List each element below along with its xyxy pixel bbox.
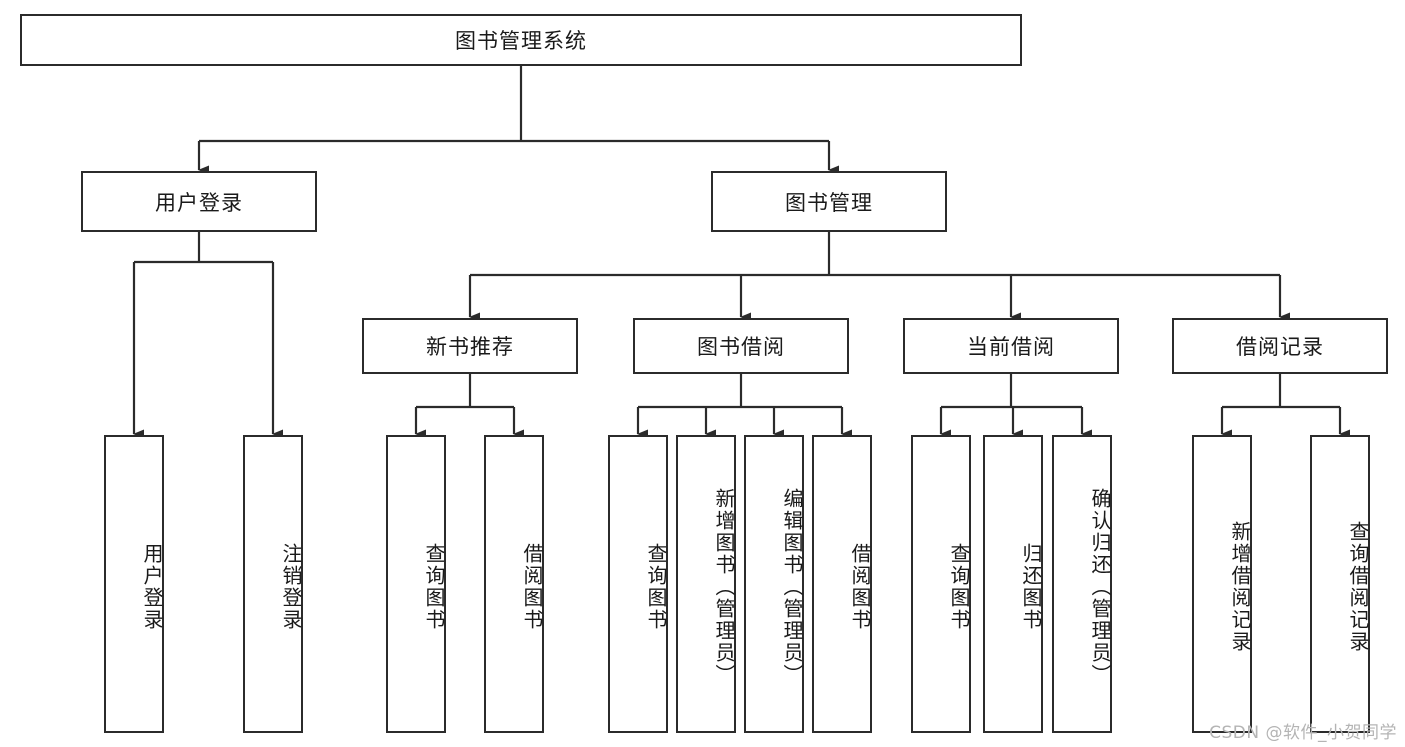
node-user-login[interactable]: 用户登录: [81, 171, 317, 232]
node-leaf-borrow-1[interactable]: 借阅图书: [484, 435, 544, 733]
node-leaf-add-rec[interactable]: 新增借阅记录: [1192, 435, 1252, 733]
node-book-manage[interactable]: 图书管理: [711, 171, 947, 232]
node-label-leaf-query-1: 查询图书: [422, 543, 446, 631]
node-current-borrow[interactable]: 当前借阅: [903, 318, 1119, 374]
node-label-leaf-confirm: 确认归还（管理员）: [1088, 488, 1112, 686]
node-leaf-query-rec[interactable]: 查询借阅记录: [1310, 435, 1370, 733]
node-label-root: 图书管理系统: [455, 29, 587, 53]
node-new-book-rec[interactable]: 新书推荐: [362, 318, 578, 374]
node-label-leaf-edit-book: 编辑图书（管理员）: [780, 488, 804, 686]
watermark-text: CSDN @软件_小贺同学: [1209, 723, 1397, 743]
node-label-borrow-record: 借阅记录: [1236, 335, 1324, 359]
node-label-leaf-return: 归还图书: [1019, 543, 1043, 631]
node-root[interactable]: 图书管理系统: [20, 14, 1022, 66]
node-label-leaf-user-login: 用户登录: [140, 543, 164, 631]
node-borrow-record[interactable]: 借阅记录: [1172, 318, 1388, 374]
node-leaf-add-book[interactable]: 新增图书（管理员）: [676, 435, 736, 733]
node-leaf-edit-book[interactable]: 编辑图书（管理员）: [744, 435, 804, 733]
node-label-new-book-rec: 新书推荐: [426, 335, 514, 359]
node-label-book-borrow: 图书借阅: [697, 335, 785, 359]
node-label-leaf-logout: 注销登录: [279, 543, 303, 631]
node-leaf-query-3[interactable]: 查询图书: [911, 435, 971, 733]
node-leaf-query-1[interactable]: 查询图书: [386, 435, 446, 733]
node-leaf-query-2[interactable]: 查询图书: [608, 435, 668, 733]
node-leaf-borrow-2[interactable]: 借阅图书: [812, 435, 872, 733]
node-label-user-login: 用户登录: [155, 190, 243, 215]
node-leaf-return[interactable]: 归还图书: [983, 435, 1043, 733]
node-label-current-borrow: 当前借阅: [967, 335, 1055, 359]
node-label-leaf-query-rec: 查询借阅记录: [1346, 521, 1370, 653]
node-label-leaf-add-rec: 新增借阅记录: [1228, 521, 1252, 653]
node-label-leaf-query-2: 查询图书: [644, 543, 668, 631]
node-label-leaf-query-3: 查询图书: [947, 543, 971, 631]
node-label-leaf-borrow-2: 借阅图书: [848, 543, 872, 631]
node-book-borrow[interactable]: 图书借阅: [633, 318, 849, 374]
node-label-leaf-add-book: 新增图书（管理员）: [712, 488, 736, 686]
node-leaf-user-login[interactable]: 用户登录: [104, 435, 164, 733]
node-leaf-confirm[interactable]: 确认归还（管理员）: [1052, 435, 1112, 733]
node-label-book-manage: 图书管理: [785, 190, 873, 215]
node-leaf-logout[interactable]: 注销登录: [243, 435, 303, 733]
node-label-leaf-borrow-1: 借阅图书: [520, 543, 544, 631]
